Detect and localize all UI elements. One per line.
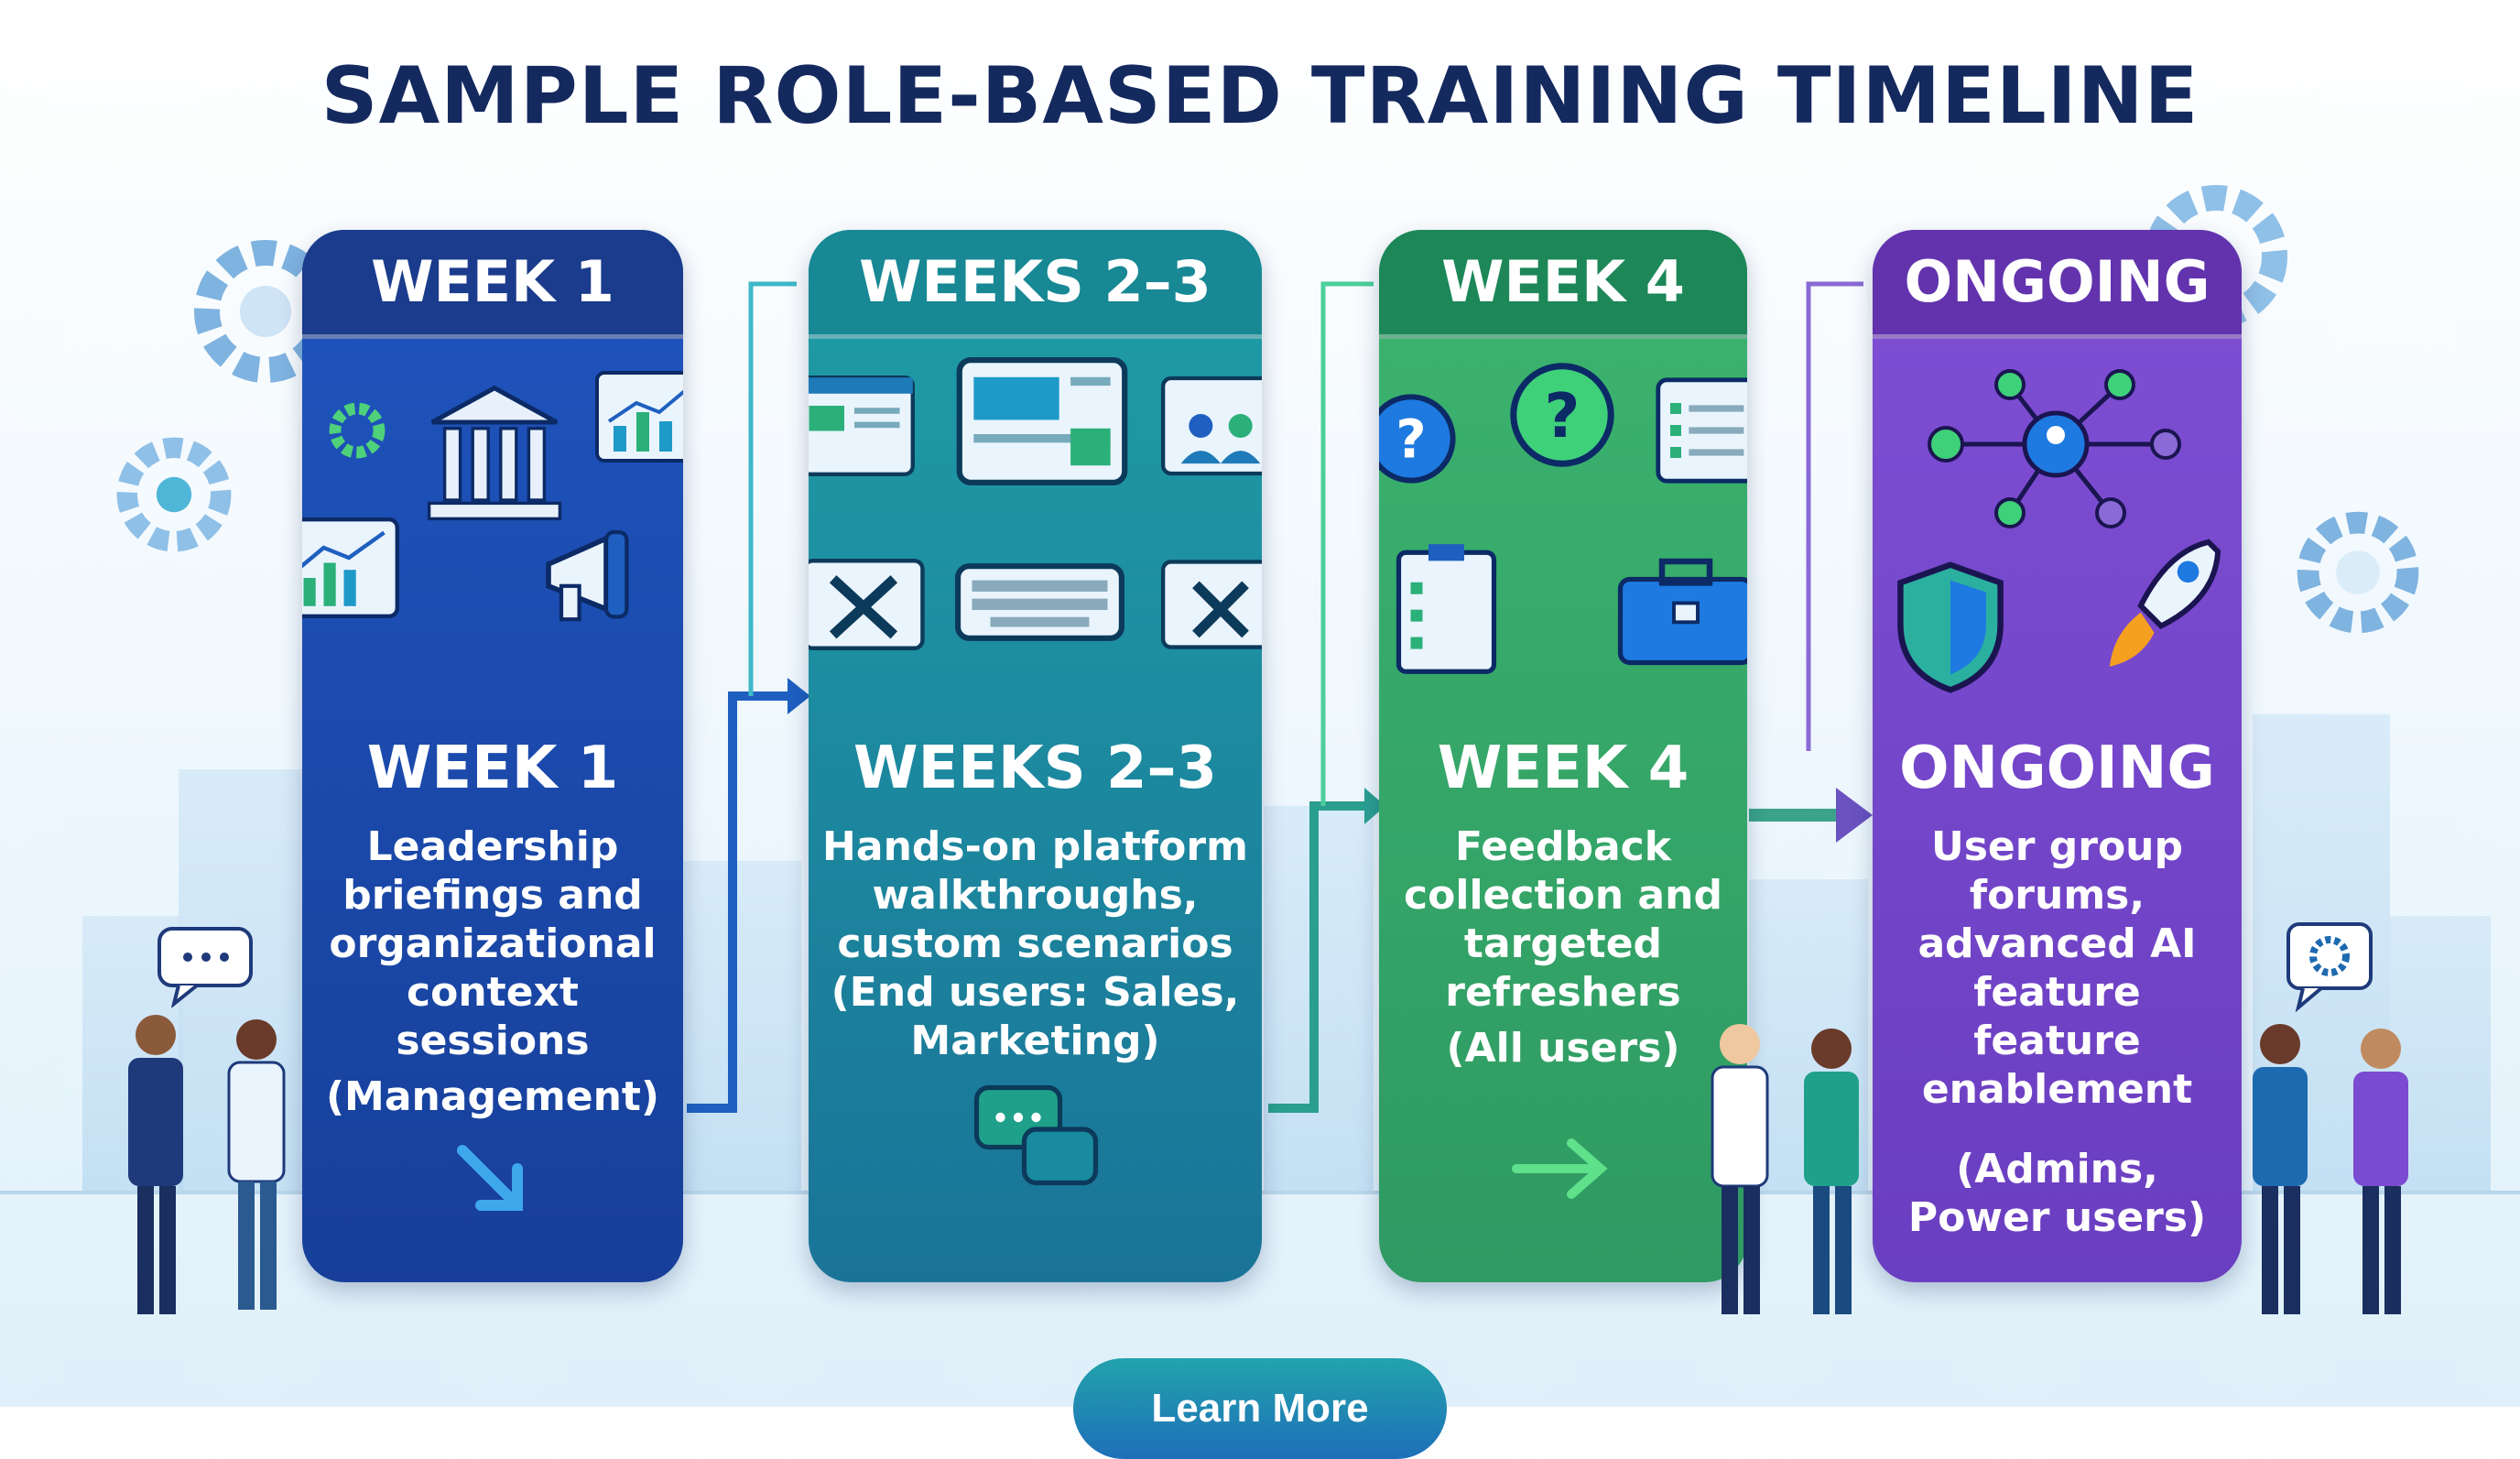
arrow-right-icon [1512, 1138, 1608, 1199]
gear-icon [2297, 511, 2419, 634]
team-chat-icon [1161, 376, 1262, 476]
bar-chart-icon [595, 371, 683, 463]
description-line: collection and [1404, 872, 1722, 919]
description-line: refreshers [1445, 969, 1681, 1016]
phase-audience: Marketing) [910, 1018, 1160, 1064]
description-line: briefings and [342, 872, 643, 919]
gear-icon [329, 402, 386, 459]
clipboard-checklist-icon [1396, 544, 1497, 674]
chat-bubble-icon [158, 927, 253, 1007]
browser-window-icon [809, 376, 915, 476]
description-line: feature [1973, 1018, 2141, 1064]
description-line: Hands-on platform [822, 823, 1248, 870]
svg-text:?: ? [1545, 380, 1580, 452]
rocket-icon [2109, 539, 2221, 667]
people-illustration [128, 1015, 286, 1314]
description-line: enablement [1921, 1066, 2193, 1113]
phase-card-week-1: WEEK 1 WEEK 1 Leadership briefings and o… [302, 230, 683, 1282]
phase-audience: (Management) [325, 1073, 660, 1120]
settings-bubble-icon [2286, 922, 2373, 1012]
phase-heading: ONGOING [1899, 735, 2215, 802]
phase-heading: WEEK 1 [366, 735, 619, 802]
arrow-connector [1268, 281, 1385, 1113]
arrow-connector [1749, 281, 1873, 843]
keyboard-icon [955, 563, 1124, 641]
arrow-right-icon [457, 1145, 523, 1211]
phase-description: Feedback collection and targeted refresh… [1379, 822, 1747, 1072]
checklist-window-icon [1656, 377, 1747, 484]
description-line: targeted [1463, 920, 1663, 967]
description-line: feature [1973, 969, 2141, 1016]
phase-audience: (All users) [1446, 1025, 1680, 1072]
phase-header: WEEKS 2–3 [809, 230, 1262, 339]
dashboard-window-icon [956, 357, 1128, 485]
description-line: organizational [329, 920, 657, 967]
line-chart-icon [302, 517, 399, 618]
phase-illustration [1873, 339, 2242, 724]
shield-icon [1897, 561, 2004, 693]
phase-heading: WEEKS 2–3 [853, 735, 1218, 802]
phase-audience: (End users: Sales, [831, 969, 1240, 1016]
phase-header: ONGOING [1873, 230, 2242, 339]
svg-text:?: ? [1396, 408, 1426, 470]
description-line: walkthroughs, [872, 872, 1199, 919]
phase-card-ongoing: ONGOING ONGOING User group forums, advan… [1873, 230, 2242, 1282]
network-user-icon [1928, 369, 2181, 528]
page-title: SAMPLE ROLE-BASED TRAINING TIMELINE [320, 50, 2200, 142]
settings-tools-icon [1161, 560, 1262, 649]
phase-card-week-4: WEEK 4 ? ? WEEK 4 Feedback collection an… [1379, 230, 1747, 1282]
phase-card-weeks-2-3: WEEKS 2–3 WEEKS 2–3 Hands-on platform wa… [809, 230, 1262, 1282]
phase-heading: WEEK 4 [1437, 735, 1689, 802]
description-line: custom scenarios [837, 920, 1233, 967]
arrow-connector [687, 281, 810, 1113]
description-line: forums, [1969, 872, 2145, 919]
gear-icon [116, 437, 232, 552]
description-line: advanced AI [1917, 920, 2197, 967]
phase-illustration [809, 339, 1262, 724]
phase-header: WEEK 4 [1379, 230, 1747, 339]
phase-header: WEEK 1 [302, 230, 683, 339]
phase-description: Leadership briefings and organizational … [302, 822, 683, 1121]
chat-bubbles-icon [973, 1084, 1099, 1186]
phase-illustration [302, 339, 683, 724]
question-bubble-icon: ? [1379, 394, 1456, 484]
phase-illustration: ? ? [1379, 339, 1747, 724]
phase-audience: Power users) [1907, 1194, 2207, 1241]
tools-icon [809, 559, 925, 650]
bank-building-icon [427, 385, 562, 521]
question-bubble-icon: ? [1510, 363, 1614, 467]
phase-audience: (Admins, [1956, 1146, 2158, 1192]
description-line: Feedback [1455, 823, 1671, 870]
briefcase-icon [1617, 558, 1747, 666]
people-illustration [1711, 1024, 1859, 1314]
description-line: context sessions [396, 969, 590, 1064]
description-line: Leadership [366, 823, 619, 870]
description-line: User group [1930, 823, 2184, 870]
megaphone-icon [546, 529, 629, 622]
phase-description: User group forums, advanced AI feature f… [1873, 822, 2242, 1242]
learn-more-button[interactable]: Learn More [1073, 1358, 1447, 1459]
people-illustration [2253, 1024, 2408, 1314]
phase-description: Hands-on platform walkthroughs, custom s… [809, 822, 1262, 1065]
